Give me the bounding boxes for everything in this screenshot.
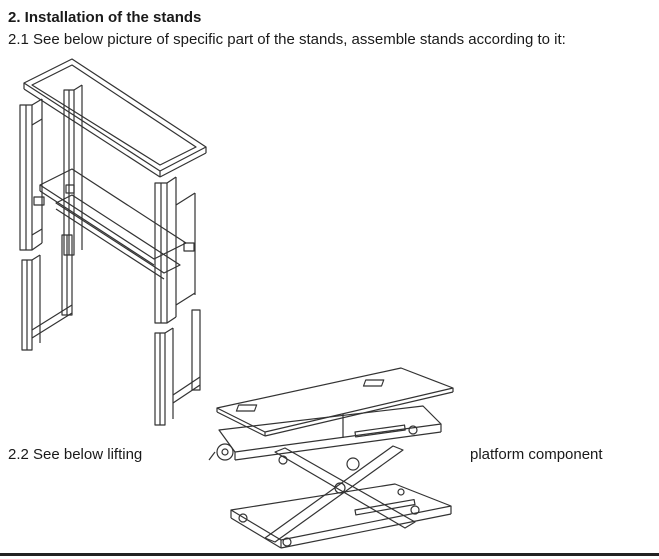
step-2-2-text-continued: platform component: [470, 446, 603, 463]
page-divider: [0, 553, 659, 556]
step-2-2-text: 2.2 See below lifting: [8, 446, 143, 463]
stand-frame-drawing-icon: [19, 58, 207, 426]
section-heading: 2. Installation of the stands: [8, 9, 202, 26]
step-2-1-text: 2.1 See below picture of specific part o…: [8, 31, 566, 48]
scissor-lift-platform-drawing-icon: [208, 367, 454, 549]
